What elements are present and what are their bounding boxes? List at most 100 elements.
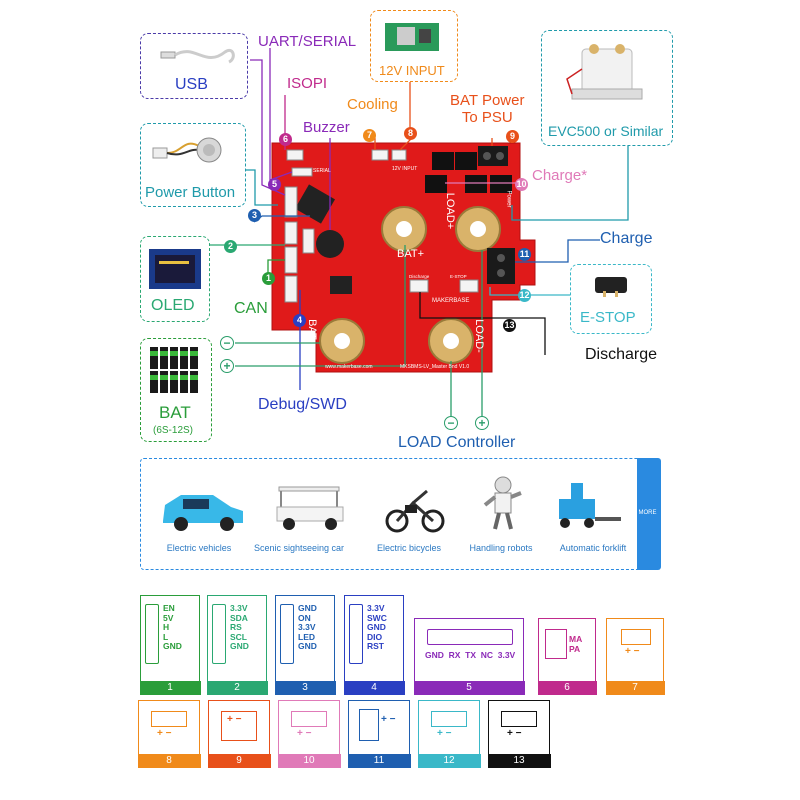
load-plus-marker: + xyxy=(475,416,489,430)
pcb-load-plus: LOAD+ xyxy=(444,192,457,230)
marker-10: 10 xyxy=(515,178,528,191)
estop-box: E-STOP xyxy=(570,264,652,334)
bat-plus-terminal xyxy=(381,206,427,252)
marker-8: 8 xyxy=(404,127,417,140)
pinout-3: GND ON 3.3V LED GND 3 xyxy=(274,595,336,695)
pinout-9-number: 9 xyxy=(207,754,271,768)
load-minus-terminal xyxy=(428,318,474,364)
oled-box: OLED xyxy=(140,236,210,322)
psu-module-icon xyxy=(385,23,439,51)
pinout-10-pins: + − xyxy=(297,728,312,739)
relay-3 xyxy=(425,175,447,193)
marker-13: 13 xyxy=(503,319,516,332)
applications-panel: MORE xyxy=(140,457,661,570)
pinout-11-number: 11 xyxy=(347,754,411,768)
connector-isopi xyxy=(286,149,304,161)
pinout-6-number: 6 xyxy=(537,681,597,695)
connector-swd xyxy=(284,275,298,303)
pinout-7-connector-icon xyxy=(621,629,651,645)
marker-4: 4 xyxy=(293,314,306,327)
pinout-9: + − 9 xyxy=(207,700,271,768)
pinout-8: + − 8 xyxy=(137,700,201,768)
pinout-12: + − 12 xyxy=(417,700,481,768)
charge-label: Charge xyxy=(600,230,653,247)
pcb-power: Power xyxy=(505,190,512,208)
pinout-3-pins: GND ON 3.3V LED GND xyxy=(298,603,317,651)
load-controller-label: LOAD Controller xyxy=(398,434,516,451)
pinout-13-pins: + − xyxy=(507,728,522,739)
pinout-6-pins: MA PA xyxy=(569,634,583,654)
relay-4 xyxy=(465,175,487,193)
connector-serial xyxy=(291,167,313,177)
evc500-label: EVC500 or Similar xyxy=(548,123,664,139)
connector-discharge xyxy=(409,279,429,293)
marker-3: 3 xyxy=(248,209,261,222)
estop-label: E-STOP xyxy=(580,309,636,326)
uart-serial-label: UART/SERIAL xyxy=(258,33,357,50)
contactor-icon xyxy=(566,44,643,100)
pinout-9-pins: + − xyxy=(227,714,242,725)
pinout-12-pins: + − xyxy=(437,728,452,739)
pinout-1-number: 1 xyxy=(139,681,201,695)
bat-label: BAT xyxy=(159,403,191,422)
pcb-bat-minus: BAT- xyxy=(305,319,318,343)
pinout-7: + − 7 xyxy=(605,618,665,695)
electric-bicycle-icon xyxy=(385,489,445,533)
pinout-5-number: 5 xyxy=(413,681,525,695)
pinout-6-connector-icon xyxy=(545,629,567,659)
pinout-10: + − 10 xyxy=(277,700,341,768)
sightseeing-car-icon xyxy=(276,486,344,530)
connector-usb xyxy=(284,186,298,218)
applications-icons xyxy=(163,476,621,533)
relay-2 xyxy=(455,152,477,170)
oled-label: OLED xyxy=(151,297,195,314)
power-button-box: Power Button xyxy=(140,123,246,207)
battery-cells-icon xyxy=(150,347,198,393)
app-electric-vehicles: Electric vehicles xyxy=(166,543,232,553)
app-scenic-sightseeing-car: Scenic sightseeing car xyxy=(253,543,345,553)
pinout-5-pins: GND RX TX NC 3.3V xyxy=(425,650,516,660)
pinout-8-number: 8 xyxy=(137,754,201,768)
pinout-9-connector-icon xyxy=(221,711,257,741)
pcb-discharge: Discharge xyxy=(409,274,430,279)
isopi-label: ISOPI xyxy=(287,75,328,92)
pinout-12-connector-icon xyxy=(431,711,467,727)
pinout-7-number: 7 xyxy=(605,681,665,695)
load-plus-terminal xyxy=(455,206,501,252)
oled-display-icon xyxy=(149,249,201,289)
more-label: MORE xyxy=(638,509,657,516)
pinout-6: MA PA 6 xyxy=(537,618,597,695)
pinout-5-connector-icon xyxy=(427,629,513,645)
pinout-3-number: 3 xyxy=(274,681,336,695)
pcb-brand: MAKERBASE xyxy=(432,298,470,304)
pinout-11-connector-icon xyxy=(359,709,379,741)
pcb-12v: 12V INPUT xyxy=(392,166,418,172)
pinout-7-pins: + − xyxy=(625,646,640,657)
pinout-2-number: 2 xyxy=(206,681,268,695)
evc500-box: EVC500 or Similar xyxy=(541,30,673,146)
buzzer-component xyxy=(316,230,344,258)
pinout-1-connector-icon xyxy=(145,604,159,664)
marker-7: 7 xyxy=(363,129,376,142)
power-button-label: Power Button xyxy=(145,184,236,201)
terminal-charge xyxy=(487,248,515,284)
pinout-4-pins: 3.3V SWC GND DIO RST xyxy=(367,603,387,651)
marker-12: 12 xyxy=(518,289,531,302)
pinout-11-pins: + − xyxy=(381,714,396,725)
pinout-1: EN 5V H L GND 1 xyxy=(139,595,201,695)
pinout-13-number: 13 xyxy=(487,754,551,768)
app-handling-robots: Handling robots xyxy=(469,543,533,553)
usb-cable-icon xyxy=(160,48,235,64)
pinout-2-connector-icon xyxy=(212,604,226,664)
more-tab[interactable]: MORE xyxy=(636,457,661,570)
connector-12v xyxy=(391,149,407,161)
pinout-8-connector-icon xyxy=(151,711,187,727)
power-button-icon xyxy=(152,137,222,163)
marker-6: 6 xyxy=(279,133,292,146)
pinout-2: 3.3V SDA RS SCL GND 2 xyxy=(206,595,268,695)
wiring-diagram xyxy=(210,48,629,420)
bat-box: BAT (6S-12S) xyxy=(140,338,212,442)
electric-vehicle-icon xyxy=(163,495,243,531)
connector-can xyxy=(284,246,298,274)
connector-oled xyxy=(284,221,298,245)
